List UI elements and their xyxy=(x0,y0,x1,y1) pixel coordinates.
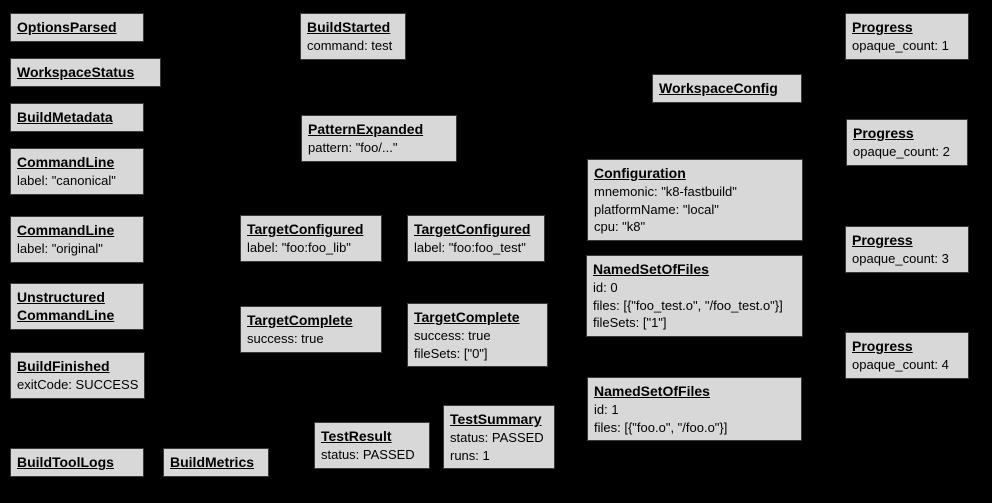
node-title: NamedSetOfFiles xyxy=(594,383,710,399)
node-title: Progress xyxy=(852,338,913,354)
node-test-summary: TestSummary status: PASSED runs: 1 xyxy=(443,405,555,470)
node-target-complete-foo-test: TargetComplete success: true fileSets: [… xyxy=(407,303,548,368)
node-workspace-config: WorkspaceConfig xyxy=(652,74,802,104)
node-prop: platformName: "local" xyxy=(594,201,719,217)
node-prop: id: 1 xyxy=(594,402,619,418)
node-prop: status: PASSED xyxy=(321,447,415,463)
node-prop: label: "original" xyxy=(17,241,103,257)
node-named-set-of-files-0: NamedSetOfFiles id: 0 files: [{"foo_test… xyxy=(586,255,803,337)
node-title: BuildStarted xyxy=(307,19,391,35)
node-progress-2: Progress opaque_count: 2 xyxy=(846,119,968,166)
node-named-set-of-files-1: NamedSetOfFiles id: 1 files: [{"foo.o", … xyxy=(587,377,802,442)
node-prop: opaque_count: 2 xyxy=(853,144,950,160)
node-prop: id: 0 xyxy=(593,280,618,296)
node-prop: status: PASSED xyxy=(450,430,544,446)
node-title: Configuration xyxy=(594,165,686,181)
node-title: Progress xyxy=(852,232,913,248)
node-target-configured-foo-lib: TargetConfigured label: "foo:foo_lib" xyxy=(240,215,382,262)
node-test-result: TestResult status: PASSED xyxy=(314,422,430,469)
node-command-line-original: CommandLine label: "original" xyxy=(10,216,144,263)
node-build-tool-logs: BuildToolLogs xyxy=(10,448,144,478)
node-command-line-canonical: CommandLine label: "canonical" xyxy=(10,148,144,195)
node-build-metrics: BuildMetrics xyxy=(163,448,269,478)
node-title: BuildMetrics xyxy=(170,454,255,470)
node-prop: fileSets: ["1"] xyxy=(593,315,667,331)
node-pattern-expanded: PatternExpanded pattern: "foo/..." xyxy=(301,115,457,162)
node-prop: success: true xyxy=(414,328,491,344)
node-unstructured-command-line: Unstructured CommandLine xyxy=(10,283,144,331)
node-prop: opaque_count: 3 xyxy=(852,251,949,267)
node-prop: exitCode: SUCCESS xyxy=(17,377,139,393)
node-progress-4: Progress opaque_count: 4 xyxy=(845,332,969,379)
node-prop: success: true xyxy=(247,331,324,347)
node-title: CommandLine xyxy=(17,222,115,238)
node-workspace-status: WorkspaceStatus xyxy=(10,58,161,88)
node-title: Unstructured CommandLine xyxy=(17,289,115,324)
node-title: TestSummary xyxy=(450,411,542,427)
node-title: CommandLine xyxy=(17,154,115,170)
node-prop: opaque_count: 4 xyxy=(852,357,949,373)
node-prop: pattern: "foo/..." xyxy=(308,140,398,156)
node-prop: mnemonic: "k8-fastbuild" xyxy=(594,184,737,200)
node-title: PatternExpanded xyxy=(308,121,424,137)
node-title: TargetConfigured xyxy=(247,221,364,237)
node-prop: command: test xyxy=(307,38,393,54)
node-progress-1: Progress opaque_count: 1 xyxy=(845,13,969,60)
node-prop: label: "foo:foo_lib" xyxy=(247,240,351,256)
node-title: WorkspaceStatus xyxy=(17,64,135,80)
node-title: NamedSetOfFiles xyxy=(593,261,709,277)
node-prop: label: "foo:foo_test" xyxy=(414,240,526,256)
node-prop: files: [{"foo_test.o", "/foo_test.o"}] xyxy=(593,297,783,313)
node-title: TargetComplete xyxy=(414,309,520,325)
node-build-started: BuildStarted command: test xyxy=(300,13,406,60)
node-configuration: Configuration mnemonic: "k8-fastbuild" p… xyxy=(587,159,803,241)
node-target-complete-foo-lib: TargetComplete success: true xyxy=(240,306,382,353)
node-prop: runs: 1 xyxy=(450,447,490,463)
node-prop: label: "canonical" xyxy=(17,173,116,189)
node-title: TestResult xyxy=(321,428,392,444)
node-progress-3: Progress opaque_count: 3 xyxy=(845,226,969,273)
node-title: BuildMetadata xyxy=(17,109,113,125)
node-title: BuildFinished xyxy=(17,358,110,374)
node-prop: fileSets: ["0"] xyxy=(414,345,488,361)
node-title: TargetComplete xyxy=(247,312,353,328)
node-title: OptionsParsed xyxy=(17,19,117,35)
node-title: TargetConfigured xyxy=(414,221,531,237)
node-options-parsed: OptionsParsed xyxy=(10,13,144,43)
node-title: Progress xyxy=(853,125,914,141)
node-prop: cpu: "k8" xyxy=(594,219,646,235)
node-build-finished: BuildFinished exitCode: SUCCESS xyxy=(10,352,146,399)
node-target-configured-foo-test: TargetConfigured label: "foo:foo_test" xyxy=(407,215,545,262)
node-build-metadata: BuildMetadata xyxy=(10,103,144,133)
node-title: BuildToolLogs xyxy=(17,454,114,470)
node-prop: files: [{"foo.o", "/foo.o"}] xyxy=(594,419,728,435)
node-title: WorkspaceConfig xyxy=(659,80,778,96)
node-title: Progress xyxy=(852,19,913,35)
node-prop: opaque_count: 1 xyxy=(852,38,949,54)
